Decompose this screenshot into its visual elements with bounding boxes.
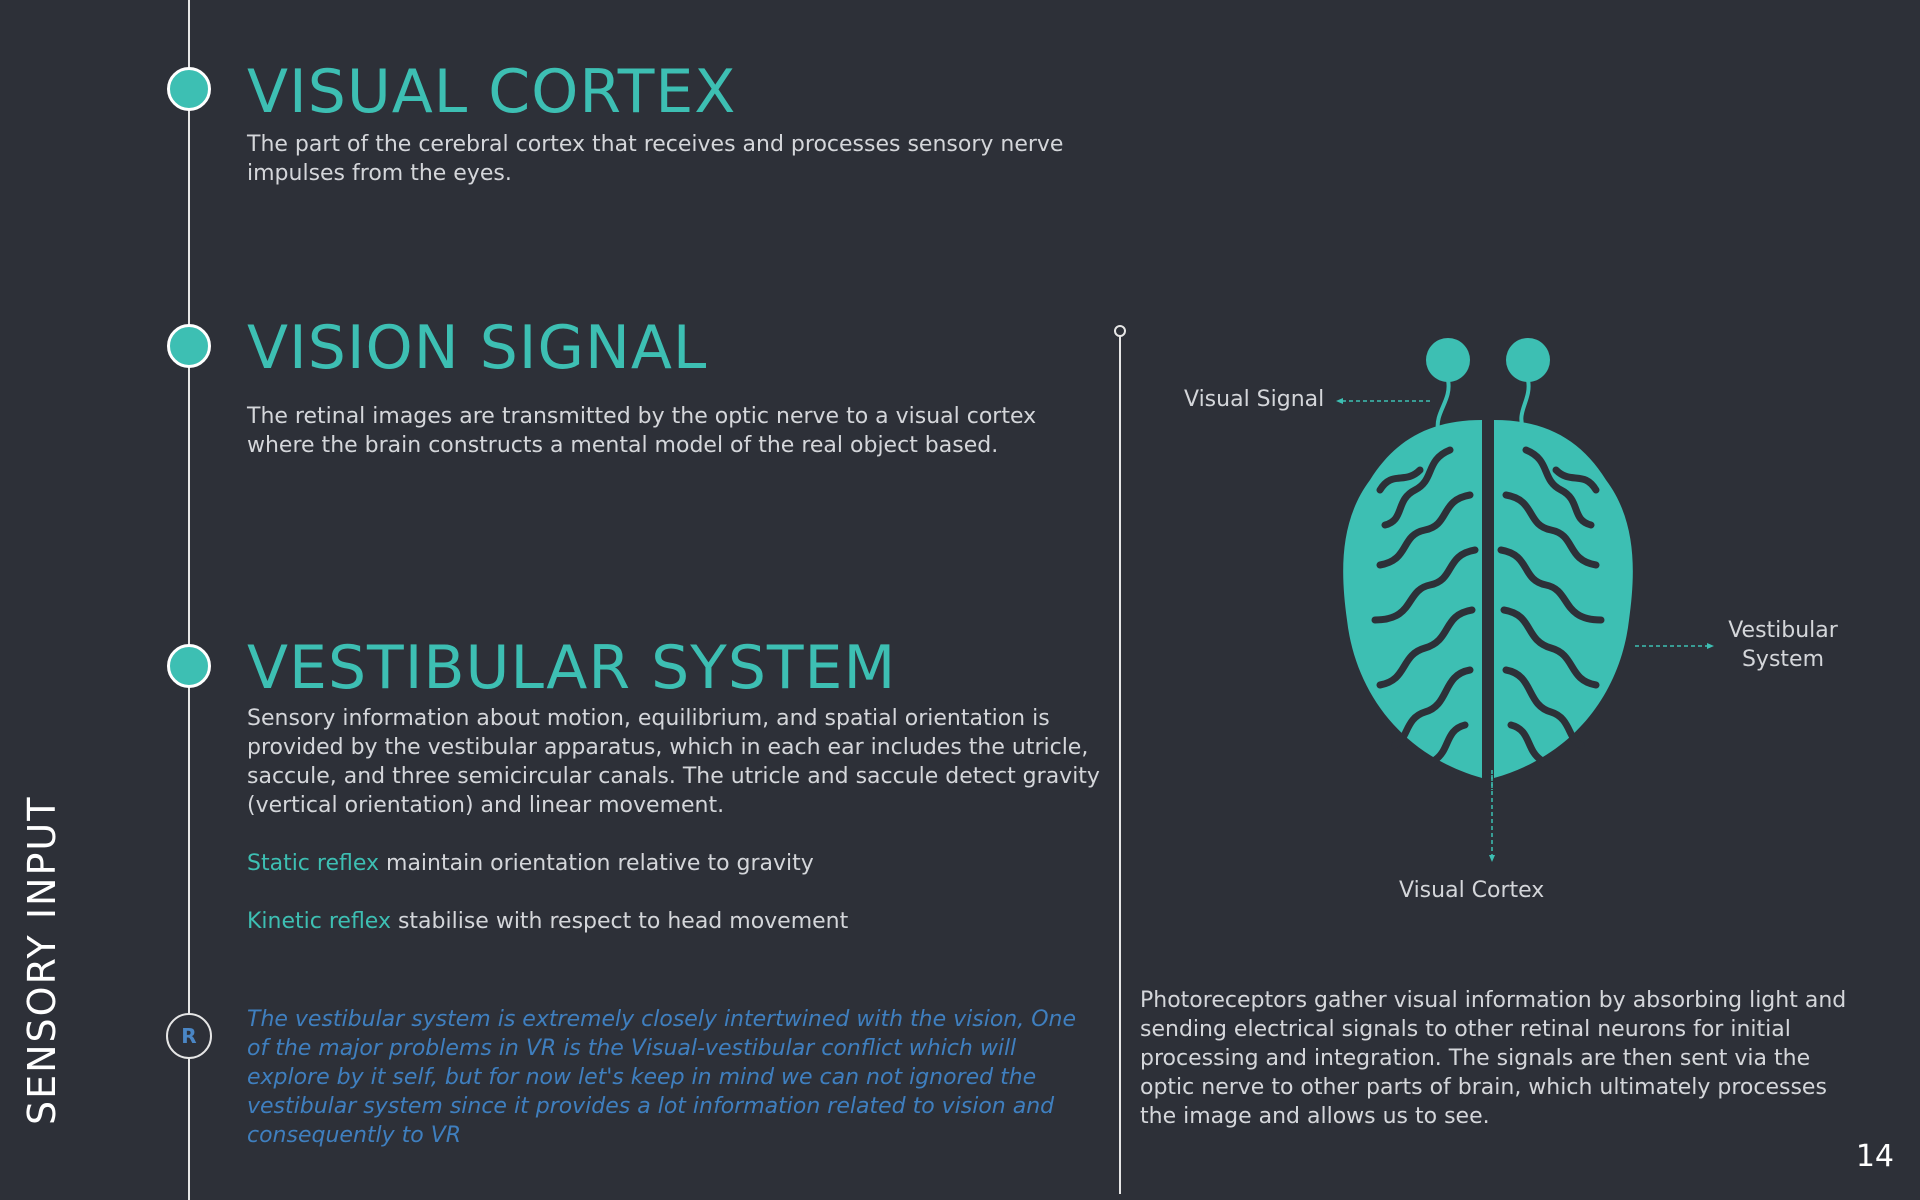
diagram-caption-block: Photoreceptors gather visual information… bbox=[1140, 986, 1860, 1131]
section-heading: VISUAL CORTEX bbox=[247, 57, 737, 127]
section-heading: VESTIBULAR SYSTEM bbox=[247, 633, 897, 703]
arrow-down-icon bbox=[1489, 855, 1495, 862]
reflex-text: maintain orientation relative to gravity bbox=[379, 851, 814, 876]
note-marker: R bbox=[166, 1013, 212, 1059]
diagram-caption: Photoreceptors gather visual information… bbox=[1140, 988, 1847, 1129]
timeline-dot-vision-signal bbox=[167, 324, 211, 368]
section-vestibular-system: VESTIBULAR SYSTEM Sensory information ab… bbox=[247, 638, 1107, 936]
label-visual-signal: Visual Signal bbox=[1184, 387, 1325, 412]
vr-note: The vestibular system is extremely close… bbox=[247, 1005, 1097, 1150]
section-heading: VISION SIGNAL bbox=[247, 313, 708, 383]
page-number: 14 bbox=[1855, 1139, 1894, 1174]
reflex-term: Kinetic reflex bbox=[247, 909, 391, 934]
reflex-text: stabilise with respect to head movement bbox=[390, 909, 849, 934]
column-divider bbox=[1119, 332, 1121, 1194]
label-vestibular-line1: Vestibular bbox=[1728, 618, 1838, 643]
section-body: Sensory information about motion, equili… bbox=[247, 706, 1100, 818]
side-title: SENSORY INPUT bbox=[20, 795, 64, 1125]
section-vision-signal: VISION SIGNAL The retinal images are tra… bbox=[247, 318, 1047, 460]
right-eye-icon bbox=[1506, 338, 1550, 382]
reflex-kinetic: Kinetic reflex stabilise with respect to… bbox=[247, 907, 1107, 936]
left-eye-icon bbox=[1426, 338, 1470, 382]
label-vestibular-system: Vestibular System bbox=[1703, 616, 1863, 674]
reflex-term: Static reflex bbox=[247, 851, 380, 876]
timeline-dot-vestibular-system bbox=[167, 644, 211, 688]
arrow-left-icon bbox=[1336, 398, 1343, 404]
section-visual-cortex: VISUAL CORTEX The part of the cerebral c… bbox=[247, 62, 1097, 188]
timeline-line bbox=[188, 0, 190, 1200]
section-body: The part of the cerebral cortex that rec… bbox=[247, 132, 1064, 186]
brain-diagram bbox=[1336, 338, 1714, 790]
timeline-dot-visual-cortex bbox=[167, 67, 211, 111]
diagram-leader-lines bbox=[1340, 400, 1710, 790]
visual-cortex-leader bbox=[1489, 770, 1495, 862]
label-visual-cortex: Visual Cortex bbox=[1399, 878, 1545, 903]
column-divider-cap bbox=[1114, 325, 1126, 337]
reflex-static: Static reflex maintain orientation relat… bbox=[247, 849, 1107, 878]
arrow-right-icon bbox=[1707, 643, 1714, 649]
vr-note-text: The vestibular system is extremely close… bbox=[247, 1007, 1077, 1148]
brain-icon bbox=[1343, 418, 1633, 783]
label-vestibular-line2: System bbox=[1741, 647, 1825, 672]
section-body: The retinal images are transmitted by th… bbox=[247, 404, 1037, 458]
